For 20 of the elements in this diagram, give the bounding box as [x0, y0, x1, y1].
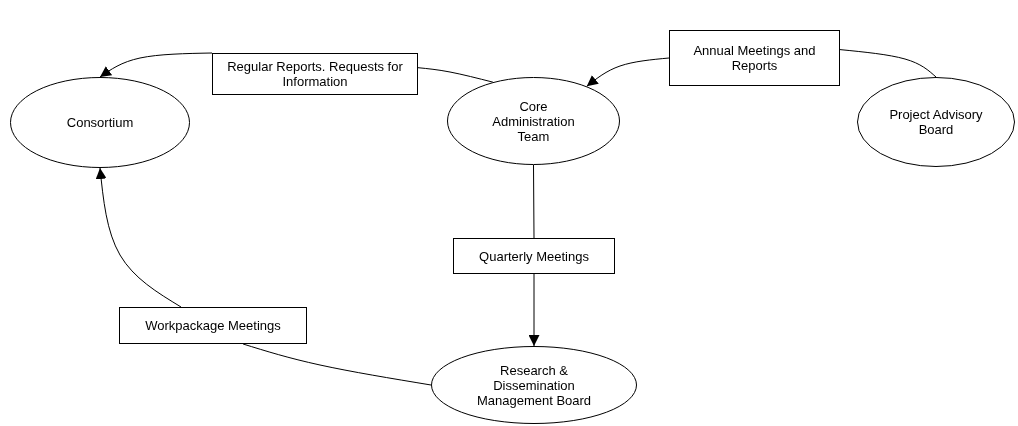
node-label: Regular Reports. Requests for Information: [226, 59, 404, 89]
node-label: Core Administration Team: [491, 98, 576, 144]
connector-arrow: [95, 167, 182, 308]
node-label: Annual Meetings and Reports: [692, 43, 817, 73]
connector-arrow: [586, 57, 670, 87]
node-label: Project Advisory Board: [888, 107, 984, 137]
node-label: Research & Dissemination Management Board: [475, 362, 593, 408]
label-box: [212, 53, 418, 95]
ellipse-node: [447, 77, 620, 165]
node-label: Quarterly Meetings: [479, 248, 589, 264]
ellipse-node: [431, 346, 637, 424]
ellipse-node: [857, 77, 1015, 167]
node-label: Consortium: [66, 115, 134, 130]
connector-arrow: [99, 52, 213, 78]
connector-arrow: [528, 273, 540, 347]
ellipse-node: [10, 77, 190, 168]
label-box: [669, 30, 840, 86]
label-box: [453, 238, 615, 274]
label-box: [119, 307, 307, 344]
node-label: Workpackage Meetings: [145, 318, 281, 333]
